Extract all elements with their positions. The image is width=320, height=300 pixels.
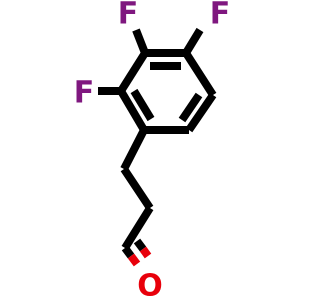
ring-bond-lower-right-inner [178, 92, 203, 123]
ring-bond-upper-right [182, 50, 217, 98]
carbonyl-bond-b-red [139, 246, 152, 259]
ring-bond-lower-left [117, 88, 148, 133]
atom-f-top-left: F [118, 0, 139, 32]
atom-o-bottom: O [137, 269, 163, 300]
ring-bond-upper-left [117, 50, 149, 94]
chain-bond-2 [120, 166, 154, 211]
atom-f-top-right: F [210, 0, 231, 32]
chain-bond-3 [121, 205, 154, 251]
carbonyl-bond-b-black [133, 238, 147, 252]
bond-f-top-left [132, 28, 149, 55]
ring-bond-lower-left-inner [130, 88, 155, 122]
atom-f-left: F [74, 76, 95, 111]
chemical-structure: F F F O [74, 0, 231, 300]
carbonyl-bond-a-black [121, 245, 135, 259]
chain-bond-1 [120, 128, 148, 171]
ring-bond-lower-right [185, 92, 217, 133]
carbonyl-bond-a-red [127, 253, 141, 267]
bond-f-top-right [182, 27, 204, 56]
benzene-ring [117, 49, 217, 134]
